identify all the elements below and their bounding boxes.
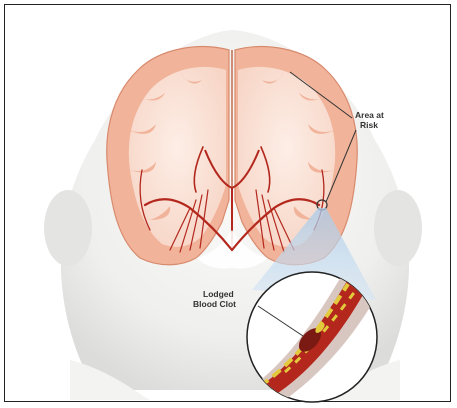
area-at-risk-label-line1: Area at [355,110,384,120]
area-at-risk-label-line2: Risk [360,120,378,130]
clot-label-line2: Blood Clot [193,299,236,309]
clot-label-line1: Lodged [203,289,234,299]
